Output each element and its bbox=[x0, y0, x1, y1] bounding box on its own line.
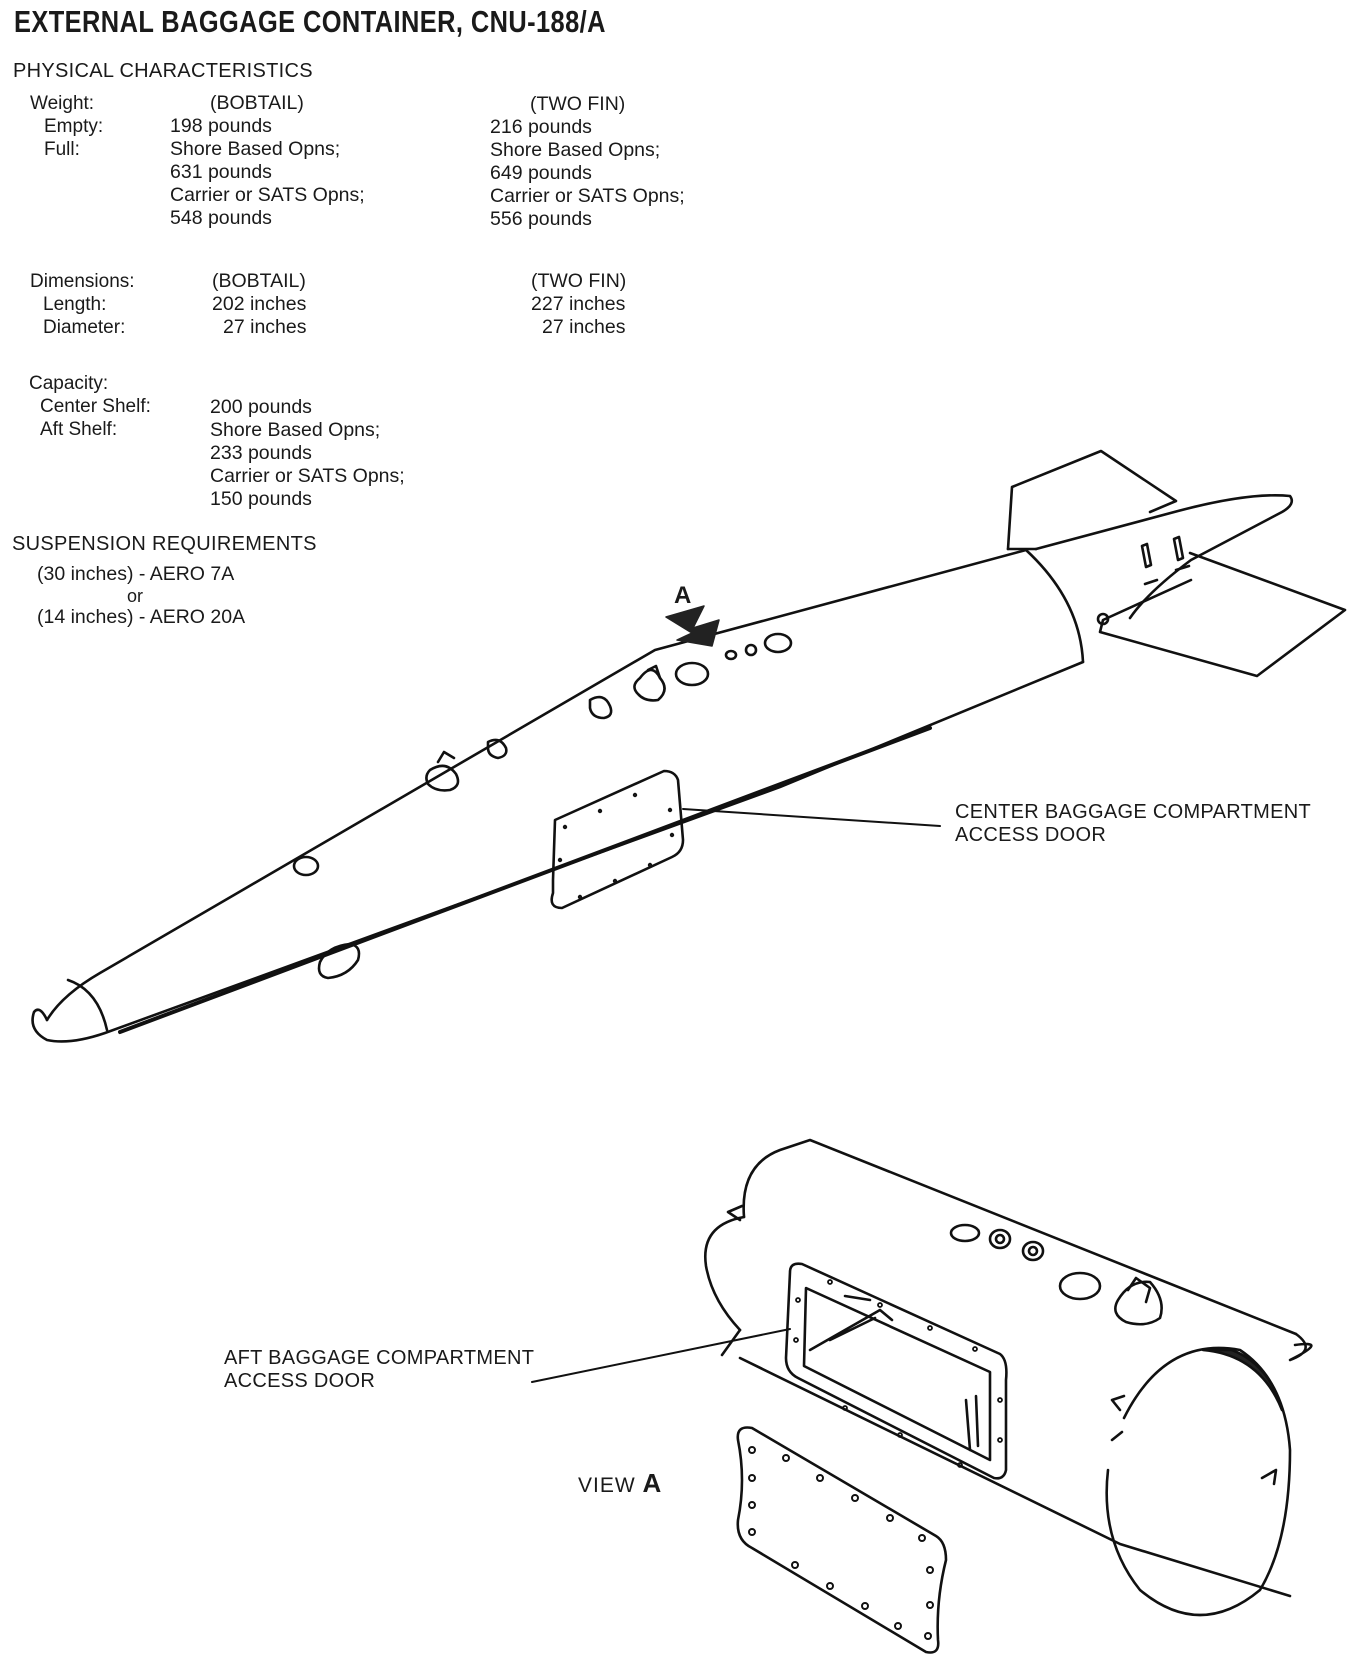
aft-shelf-label: Aft Shelf: bbox=[40, 419, 118, 440]
empty-label: Empty: bbox=[44, 116, 104, 137]
view-letter: A bbox=[642, 1468, 663, 1498]
capacity-labels: Capacity: Center Shelf: Aft Shelf: bbox=[29, 372, 151, 441]
weight-twofin-column: (TWO FIN) 216 pounds Shore Based Opns; 6… bbox=[490, 93, 685, 231]
twofin-shore-weight: 649 pounds bbox=[490, 162, 592, 184]
aft-shore-capacity: 233 pounds bbox=[210, 442, 312, 464]
diameter-label: Diameter: bbox=[43, 317, 126, 338]
aft-carrier-label: Carrier or SATS Opns; bbox=[210, 465, 405, 487]
twofin-length: 227 inches bbox=[531, 293, 626, 315]
weight-labels: Weight: Empty: Full: bbox=[30, 92, 103, 161]
bobtail-carrier-weight: 548 pounds bbox=[170, 207, 272, 229]
weight-label: Weight: bbox=[30, 93, 95, 114]
center-door-callout: CENTER BAGGAGE COMPARTMENT ACCESS DOOR bbox=[955, 801, 1311, 847]
capacity-label: Capacity: bbox=[29, 373, 109, 394]
full-label: Full: bbox=[44, 139, 80, 160]
twofin-header: (TWO FIN) bbox=[530, 93, 626, 115]
bobtail-shore-label: Shore Based Opns; bbox=[170, 138, 341, 160]
aft-door-callout: AFT BAGGAGE COMPARTMENT ACCESS DOOR bbox=[224, 1347, 534, 1393]
view-a-drawing bbox=[531, 1138, 1313, 1654]
arrow-a-label: A bbox=[674, 582, 692, 609]
dimension-bobtail-column: (BOBTAIL) 202 inches 27 inches bbox=[212, 270, 306, 339]
bobtail-shore-weight: 631 pounds bbox=[170, 161, 272, 183]
physical-characteristics-heading: PHYSICAL CHARACTERISTICS bbox=[13, 60, 313, 82]
twofin-carrier-weight: 556 pounds bbox=[490, 208, 592, 230]
page-title: EXTERNAL BAGGAGE CONTAINER, CNU-188/A bbox=[14, 4, 606, 39]
twofin-dim-header: (TWO FIN) bbox=[531, 270, 627, 292]
bobtail-diameter: 27 inches bbox=[223, 316, 307, 338]
bobtail-header: (BOBTAIL) bbox=[210, 92, 304, 114]
center-shelf-label: Center Shelf: bbox=[40, 396, 151, 417]
suspension-heading: SUSPENSION REQUIREMENTS bbox=[12, 533, 317, 555]
center-door-line-2: ACCESS DOOR bbox=[955, 824, 1107, 846]
aft-shore-label: Shore Based Opns; bbox=[210, 419, 381, 441]
center-shelf-capacity: 200 pounds bbox=[210, 396, 312, 418]
capacity-values: 200 pounds Shore Based Opns; 233 pounds … bbox=[210, 396, 405, 511]
dimension-labels: Dimensions: Length: Diameter: bbox=[30, 270, 135, 339]
view-a-label: VIEW A bbox=[578, 1468, 662, 1499]
center-door-line-1: CENTER BAGGAGE COMPARTMENT bbox=[955, 801, 1311, 823]
bobtail-empty-weight: 198 pounds bbox=[170, 115, 272, 137]
aft-carrier-capacity: 150 pounds bbox=[210, 488, 312, 510]
bobtail-carrier-label: Carrier or SATS Opns; bbox=[170, 184, 365, 206]
twofin-diameter: 27 inches bbox=[542, 316, 626, 338]
weight-bobtail-column: (BOBTAIL) 198 pounds Shore Based Opns; 6… bbox=[170, 92, 365, 230]
twofin-carrier-label: Carrier or SATS Opns; bbox=[490, 185, 685, 207]
dimension-twofin-column: (TWO FIN) 227 inches 27 inches bbox=[531, 270, 626, 339]
twofin-empty-weight: 216 pounds bbox=[490, 116, 592, 138]
length-label: Length: bbox=[43, 294, 107, 315]
bobtail-length: 202 inches bbox=[212, 293, 307, 315]
dimensions-label: Dimensions: bbox=[30, 271, 135, 292]
container-body-drawing bbox=[31, 449, 1347, 1043]
aft-door-line-1: AFT BAGGAGE COMPARTMENT bbox=[224, 1347, 535, 1369]
suspension-aero20a: (14 inches) - AERO 20A bbox=[37, 606, 246, 628]
suspension-aero7a: (30 inches) - AERO 7A bbox=[37, 563, 235, 585]
twofin-shore-label: Shore Based Opns; bbox=[490, 139, 661, 161]
bobtail-dim-header: (BOBTAIL) bbox=[212, 270, 306, 292]
suspension-or: or bbox=[127, 586, 144, 606]
aft-door-line-2: ACCESS DOOR bbox=[224, 1370, 376, 1392]
view-prefix: VIEW bbox=[578, 1474, 636, 1497]
